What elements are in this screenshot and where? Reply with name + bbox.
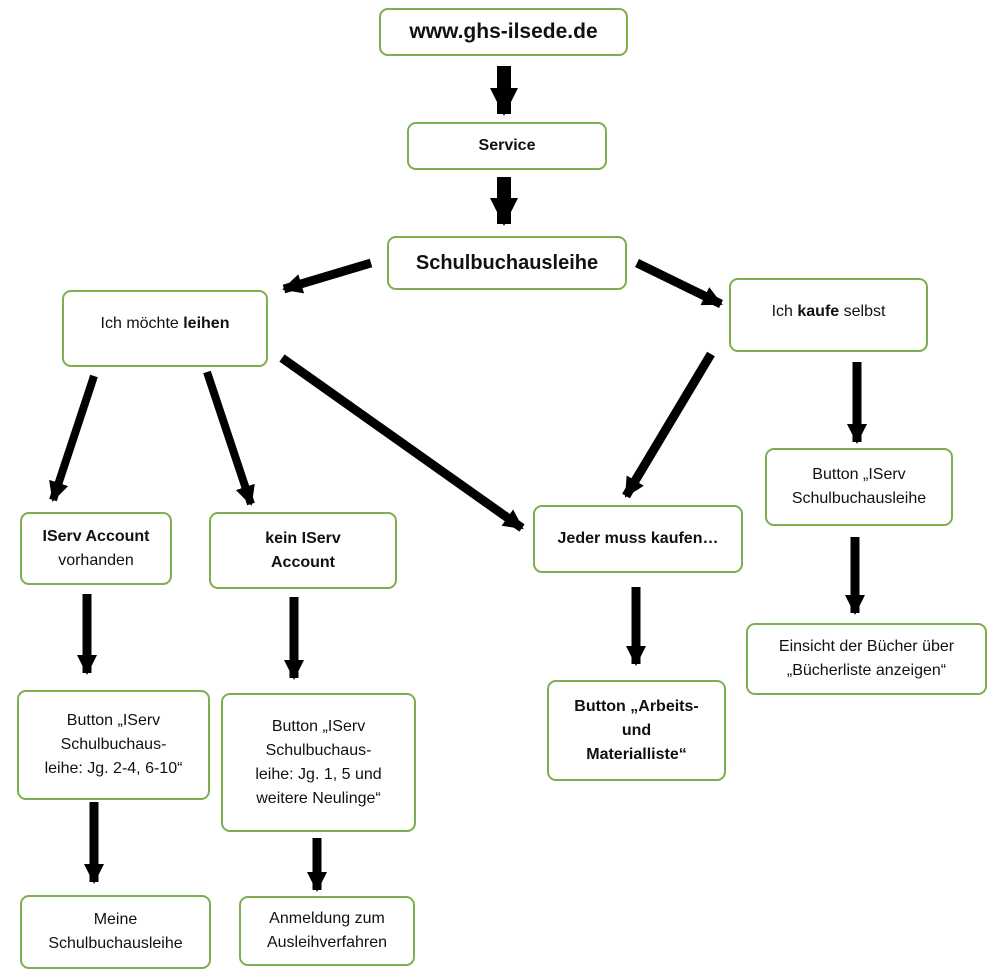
button-arbeits-text: Button „Arbeits- und Materialliste“ bbox=[574, 695, 698, 767]
button-jg-1-5-line2: Schulbuchaus- bbox=[265, 741, 372, 759]
kein-iserv-text: kein IServ Account bbox=[265, 527, 341, 575]
leihen-bold: leihen bbox=[183, 315, 230, 332]
button-jg-2-4-line3: leihe: Jg. 2-4, 6-10“ bbox=[44, 760, 183, 777]
node-button-iserv-kaufe: Button „IServ Schulbuchausleihe bbox=[765, 448, 953, 526]
einsicht-line1: Einsicht der Bücher über bbox=[778, 638, 955, 655]
node-leihen: Ich möchte leihen bbox=[62, 290, 268, 367]
kaufe-suffix: selbst bbox=[839, 303, 886, 320]
arrow-schulbuchausleihe-to-leihen bbox=[282, 258, 373, 294]
arrow-leihen-to-iserv-account bbox=[49, 374, 98, 502]
arrow-kaufe-to-jeder-muss bbox=[622, 351, 715, 499]
node-meine: Meine Schulbuchausleihe bbox=[20, 895, 211, 969]
node-iserv-account: IServ Account vorhanden bbox=[20, 512, 172, 585]
button-jg-1-5-text: Button „IServ Schulbuchaus- leihe: Jg. 1… bbox=[255, 715, 381, 811]
node-service: Service bbox=[407, 122, 607, 170]
iserv-account-bold: IServ Account bbox=[42, 527, 150, 545]
button-jg-2-4-text: Button „IServ Schulbuchaus- leihe: Jg. 2… bbox=[45, 709, 183, 781]
button-iserv-kaufe-line2: Schulbuchausleihe bbox=[791, 490, 927, 507]
leihen-text: Ich möchte leihen bbox=[101, 312, 230, 336]
button-arbeits-line3: Materialliste“ bbox=[586, 745, 687, 763]
button-jg-2-4-line2: Schulbuchaus- bbox=[60, 736, 167, 753]
schulbuchausleihe-label: Schulbuchausleihe bbox=[415, 252, 599, 274]
arrow-schulbuchausleihe-to-kaufe bbox=[635, 258, 723, 309]
kaufe-prefix: Ich bbox=[771, 303, 798, 320]
kein-iserv-line1: kein IServ bbox=[265, 529, 341, 547]
button-jg-1-5-line3: leihe: Jg. 1, 5 und bbox=[255, 765, 382, 783]
iserv-account-text: IServ Account vorhanden bbox=[43, 525, 150, 573]
kein-iserv-line2: Account bbox=[270, 553, 335, 571]
arrow-leihen-to-jeder-muss bbox=[279, 354, 525, 532]
button-arbeits-line2: und bbox=[621, 721, 652, 739]
node-jeder-muss: Jeder muss kaufen… bbox=[533, 505, 743, 573]
node-website: www.ghs-ilsede.de bbox=[379, 8, 628, 56]
button-iserv-kaufe-line1: Button „IServ bbox=[812, 466, 906, 483]
arrow-leihen-to-kein-iserv bbox=[203, 370, 255, 506]
kaufe-bold: kaufe bbox=[797, 303, 840, 320]
website-url: www.ghs-ilsede.de bbox=[409, 20, 598, 44]
anmeldung-line2: Ausleihverfahren bbox=[266, 934, 388, 951]
iserv-account-rest: vorhanden bbox=[58, 551, 134, 569]
node-button-jg-2-4: Button „IServ Schulbuchaus- leihe: Jg. 2… bbox=[17, 690, 210, 800]
node-kaufe: Ich kaufe selbst bbox=[729, 278, 928, 352]
node-kein-iserv: kein IServ Account bbox=[209, 512, 397, 589]
node-button-arbeits: Button „Arbeits- und Materialliste“ bbox=[547, 680, 726, 781]
jeder-muss-label: Jeder muss kaufen… bbox=[557, 530, 719, 547]
einsicht-text: Einsicht der Bücher über „Bücherliste an… bbox=[779, 635, 954, 683]
button-jg-1-5-line4: weitere Neulinge“ bbox=[256, 789, 381, 807]
button-jg-1-5-line1: Button „IServ bbox=[271, 717, 366, 735]
leihen-prefix: Ich möchte bbox=[100, 315, 184, 332]
button-jg-2-4-line1: Button „IServ bbox=[66, 712, 161, 729]
button-iserv-kaufe-text: Button „IServ Schulbuchausleihe bbox=[792, 463, 926, 511]
meine-text: Meine Schulbuchausleihe bbox=[48, 908, 182, 956]
node-einsicht: Einsicht der Bücher über „Bücherliste an… bbox=[746, 623, 987, 695]
meine-line1: Meine bbox=[93, 911, 138, 928]
kaufe-text: Ich kaufe selbst bbox=[772, 300, 886, 324]
node-button-jg-1-5: Button „IServ Schulbuchaus- leihe: Jg. 1… bbox=[221, 693, 416, 832]
node-schulbuchausleihe: Schulbuchausleihe bbox=[387, 236, 627, 290]
meine-line2: Schulbuchausleihe bbox=[48, 935, 183, 952]
node-anmeldung: Anmeldung zum Ausleihverfahren bbox=[239, 896, 415, 966]
button-arbeits-line1: Button „Arbeits- bbox=[574, 697, 699, 715]
service-label: Service bbox=[478, 137, 536, 154]
anmeldung-text: Anmeldung zum Ausleihverfahren bbox=[267, 907, 387, 955]
anmeldung-line1: Anmeldung zum bbox=[269, 910, 385, 927]
einsicht-line2: „Bücherliste anzeigen“ bbox=[786, 662, 947, 679]
